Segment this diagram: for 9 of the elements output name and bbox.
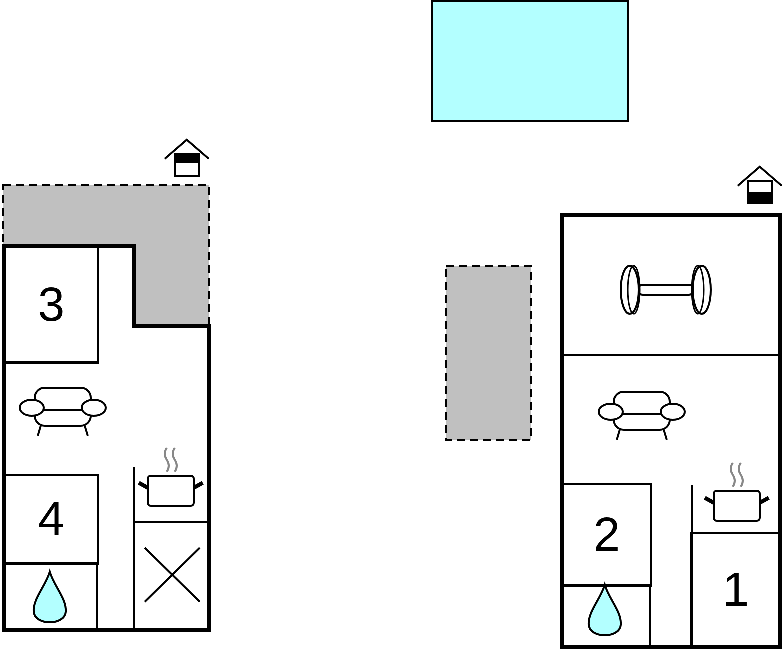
room-number: 2 — [594, 508, 620, 562]
numbered-room — [562, 483, 652, 587]
room-number: 3 — [38, 278, 65, 332]
room-number: 1 — [722, 563, 750, 618]
terrace — [445, 265, 532, 441]
room-number: 4 — [38, 492, 65, 547]
pool — [431, 0, 629, 122]
numbered-room — [4, 246, 99, 364]
numbered-room — [4, 474, 99, 565]
